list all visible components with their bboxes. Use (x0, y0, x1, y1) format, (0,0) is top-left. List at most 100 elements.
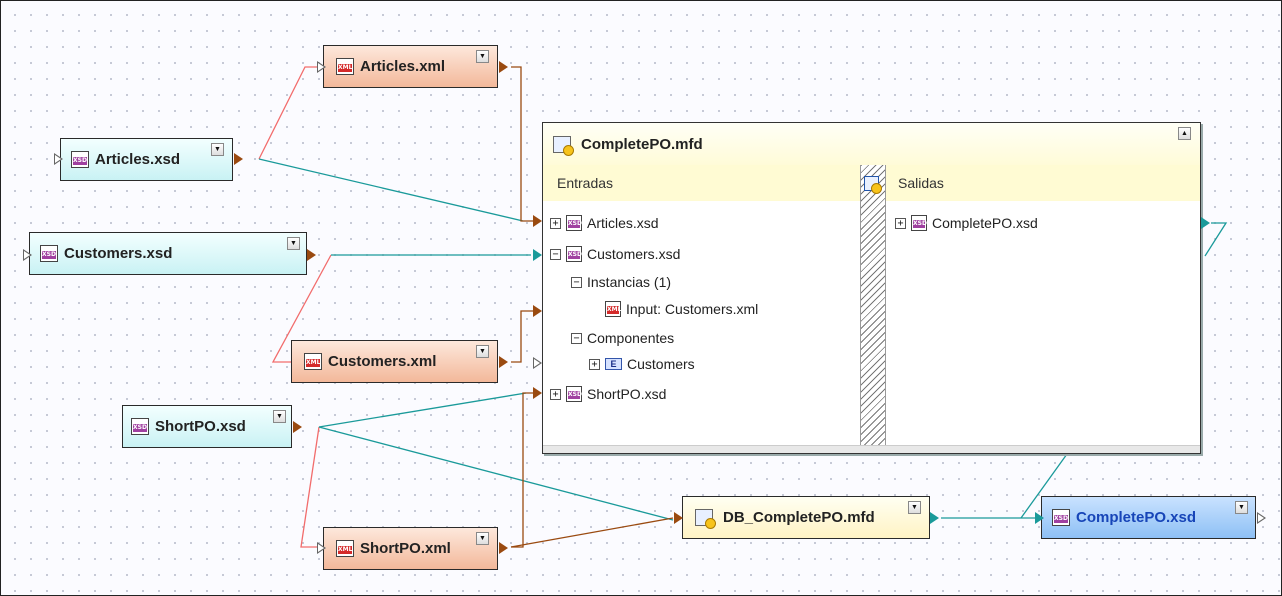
xml-file-icon: XML (605, 301, 621, 317)
shortpo-xml-component[interactable]: XML ShortPO.xml ▼ (323, 527, 498, 570)
input-port[interactable] (1035, 512, 1044, 524)
component-title: CompletePO.xsd (1076, 509, 1197, 526)
tree-label: Articles.xsd (587, 215, 659, 231)
xml-file-icon: XML (336, 58, 354, 75)
articles-xml-component[interactable]: XML Articles.xml ▼ (323, 45, 498, 88)
dropdown-arrow-icon[interactable]: ▼ (211, 143, 224, 156)
output-port[interactable] (234, 153, 243, 165)
wire-articles-xsd-to-panel (258, 158, 524, 222)
input-port[interactable] (533, 357, 542, 369)
expand-icon[interactable]: + (550, 217, 561, 229)
xsd-schema-icon: XSD (71, 151, 89, 168)
mapping-file-icon (553, 135, 574, 156)
tree-label: Instancias (1) (587, 274, 672, 290)
wire-articles-xml-to-panel (511, 66, 533, 222)
tree-item-components[interactable]: − Componentes (571, 330, 674, 346)
wire-panel-out-to-target (1204, 222, 1228, 257)
tree-item-articles-xsd[interactable]: + XSD Articles.xsd (550, 215, 659, 231)
collapse-icon[interactable]: − (571, 276, 582, 288)
panel-title: CompletePO.mfd (581, 135, 703, 153)
tree-item-customers-element[interactable]: + E Customers (589, 356, 695, 372)
component-title: DB_CompletePO.mfd (723, 509, 875, 526)
output-port[interactable] (1201, 217, 1210, 229)
input-port[interactable] (23, 249, 32, 261)
input-port[interactable] (674, 512, 683, 524)
panel-splitter[interactable] (860, 165, 886, 453)
input-port[interactable] (317, 61, 326, 73)
outputs-header: Salidas (884, 165, 1200, 201)
expand-icon[interactable]: + (550, 388, 561, 400)
input-port[interactable] (533, 215, 542, 227)
tree-label: Componentes (587, 330, 675, 346)
xsd-schema-icon: XSD (131, 418, 149, 435)
tree-label: Customers (627, 356, 695, 372)
tree-item-shortpo-xsd[interactable]: + XSD ShortPO.xsd (550, 386, 666, 402)
output-port[interactable] (1257, 512, 1266, 524)
customers-xsd-component[interactable]: XSD Customers.xsd ▼ (29, 232, 307, 275)
inputs-header: Entradas (543, 165, 860, 201)
input-port[interactable] (533, 249, 542, 261)
component-title: Customers.xsd (64, 245, 173, 262)
component-title: Articles.xml (360, 58, 446, 75)
dropdown-arrow-icon[interactable]: ▼ (908, 501, 921, 514)
dropdown-arrow-icon[interactable]: ▼ (273, 410, 286, 423)
db-completepo-mfd-component[interactable]: DB_CompletePO.mfd ▼ (682, 496, 930, 539)
collapse-icon[interactable]: − (550, 248, 561, 260)
component-title: ShortPO.xsd (155, 418, 246, 435)
dropdown-arrow-icon[interactable]: ▼ (476, 345, 489, 358)
component-title: Articles.xsd (95, 151, 181, 168)
inputs-header-label: Entradas (557, 175, 614, 191)
outputs-header-label: Salidas (898, 175, 944, 191)
element-icon: E (605, 358, 622, 370)
dropdown-arrow-icon[interactable]: ▼ (476, 50, 489, 63)
tree-item-instances[interactable]: − Instancias (1) (571, 274, 671, 290)
xsd-schema-icon: XSD (1052, 509, 1070, 526)
xsd-schema-icon: XSD (911, 215, 927, 231)
tree-label: Customers.xsd (587, 246, 681, 262)
wire-customers-xml-to-panel (511, 310, 533, 363)
input-port[interactable] (533, 387, 542, 399)
output-port[interactable] (293, 421, 302, 433)
tree-label: CompletePO.xsd (932, 215, 1038, 231)
component-title: ShortPO.xml (360, 540, 451, 557)
xsd-schema-icon: XSD (40, 245, 58, 262)
articles-xsd-component[interactable]: XSD Articles.xsd ▼ (60, 138, 233, 181)
splitter-tree-icon[interactable] (864, 176, 882, 194)
output-port[interactable] (307, 249, 316, 261)
customers-xml-component[interactable]: XML Customers.xml ▼ (291, 340, 498, 383)
collapse-icon[interactable]: − (571, 332, 582, 344)
wire-shortpo-xsd-to-panel (318, 392, 527, 428)
wire-shortpo-xsd-to-db (318, 426, 674, 521)
xsd-schema-icon: XSD (566, 386, 582, 402)
panel-header: CompletePO.mfd (543, 123, 1200, 165)
output-port[interactable] (499, 542, 508, 554)
shortpo-xsd-component[interactable]: XSD ShortPO.xsd ▼ (122, 405, 292, 448)
dropdown-arrow-icon[interactable]: ▼ (287, 237, 300, 250)
xml-file-icon: XML (304, 353, 322, 370)
tree-item-completepo-xsd[interactable]: + XSD CompletePO.xsd (895, 215, 1038, 231)
input-port[interactable] (317, 542, 326, 554)
completepo-mfd-panel[interactable]: CompletePO.mfd ▲ Entradas Salidas + XSD … (542, 122, 1201, 454)
output-port[interactable] (930, 512, 939, 524)
completepo-xsd-target-component[interactable]: XSD CompletePO.xsd ▼ (1041, 496, 1256, 539)
dropdown-arrow-icon[interactable]: ▼ (476, 532, 489, 545)
dropdown-arrow-icon[interactable]: ▼ (1235, 501, 1248, 514)
wire-shortpo-xml-to-panel (511, 392, 533, 548)
tree-item-instance-input[interactable]: XML Input: Customers.xml (605, 301, 758, 317)
input-port[interactable] (54, 153, 63, 165)
component-title: Customers.xml (328, 353, 437, 370)
mapping-file-icon (695, 509, 716, 529)
output-port[interactable] (499, 356, 508, 368)
collapse-panel-button[interactable]: ▲ (1178, 127, 1191, 140)
input-port[interactable] (533, 305, 542, 317)
xsd-schema-icon: XSD (566, 215, 582, 231)
expand-icon[interactable]: + (589, 358, 600, 370)
expand-icon[interactable]: + (895, 217, 906, 229)
wire-shortpo-xml-to-db (510, 517, 674, 548)
panel-scrollbar[interactable] (543, 445, 1200, 453)
wire-shortpo-xsd-to-xml (300, 426, 320, 548)
output-port[interactable] (499, 61, 508, 73)
tree-item-customers-xsd[interactable]: − XSD Customers.xsd (550, 246, 680, 262)
